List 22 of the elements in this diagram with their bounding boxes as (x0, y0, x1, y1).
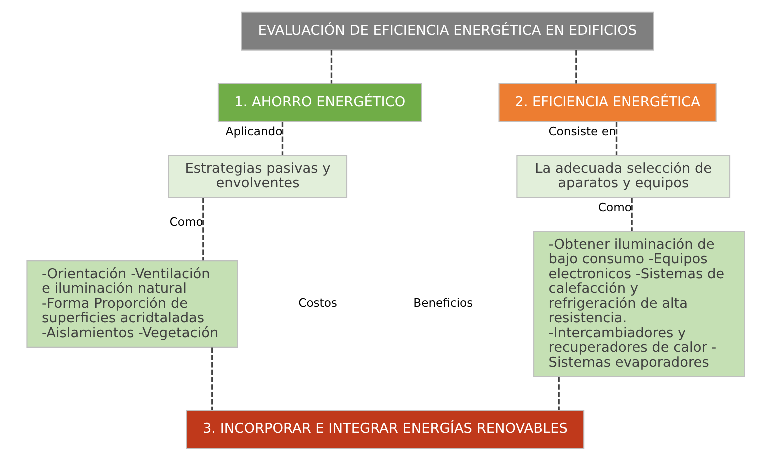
edge-label: Como (170, 214, 204, 229)
edge-label: Como (598, 200, 632, 214)
connector (616, 122, 618, 156)
connector (282, 122, 284, 156)
node-box: La adecuada selección de aparatos y equipos (516, 155, 731, 198)
connector (558, 377, 560, 410)
node-box: -Obtener iluminación de bajo consumo -Equipos electronicos -Sistemas de calefacción y refrigeración de alta resistencia. -Intercambiadores y recuperadores de calor - Sistemas evaporadores (534, 231, 746, 378)
label: Beneficios (414, 296, 474, 310)
node-box: -Orientación -Ventilación e iluminación natural -Forma Proporción de superficies acridtaladas -Aislamientos -Vegetación (26, 260, 238, 348)
edge-label: Consiste en (548, 124, 616, 138)
label: Costos (298, 296, 338, 310)
node-box: 3. INCORPORAR E INTEGRAR ENERGÍAS RENOVABLES (186, 410, 585, 450)
connector (202, 198, 204, 261)
node-box: 1. AHORRO ENERGÉTICO (218, 84, 422, 122)
connector (330, 50, 333, 84)
node-box: Estrategias pasivas y envolventes (168, 155, 348, 198)
connector (631, 198, 633, 232)
node-box: 2. EFICIENCIA ENERGÉTICA (498, 84, 717, 122)
edge-label: Aplicando (226, 124, 283, 138)
node-box: EVALUACIÓN DE EFICIENCIA ENERGÉTICA EN EDIFICIOS (241, 12, 654, 51)
connector (576, 50, 578, 84)
connector (212, 348, 214, 410)
